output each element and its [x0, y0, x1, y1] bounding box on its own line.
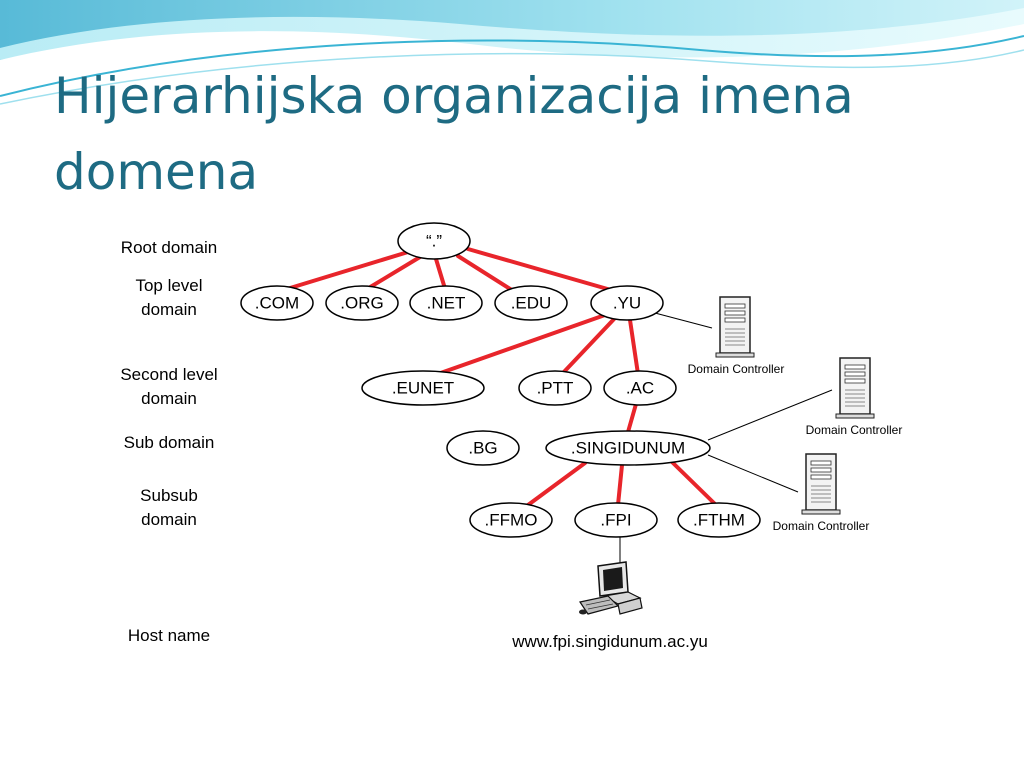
edge-root-yu [466, 247, 620, 294]
node-yu-label: .YU [613, 294, 641, 313]
edge-singidunum-fpi [616, 463, 624, 507]
node-yu: .YU [590, 285, 664, 321]
server-tower-icon [715, 296, 755, 358]
node-com: .COM [240, 285, 314, 321]
node-bg-label: .BG [468, 439, 497, 458]
node-ffmo: .FFMO [469, 502, 553, 538]
node-singidunum-label: .SINGIDUNUM [571, 439, 685, 458]
edge-ac-singidunum [626, 402, 638, 434]
label-host-name: Host name [127, 626, 211, 645]
edge-root-edu [456, 254, 517, 294]
slide-title: Hijerarhijska organizacija imena domena [54, 67, 854, 201]
label-second-level-domain: Second level domain [120, 365, 218, 408]
node-org-label: .ORG [340, 294, 383, 313]
link-singidunum-dc3 [707, 454, 799, 493]
host-url: www.fpi.singidunum.ac.yu [512, 632, 708, 651]
node-bg: .BG [446, 430, 520, 466]
node-fpi-label: .FPI [600, 511, 631, 530]
server-tower-icon [835, 357, 875, 419]
node-edu-label: .EDU [511, 294, 552, 313]
domain-controller-label-2: Domain Controller [806, 423, 903, 437]
edge-singidunum-ffmo [526, 461, 587, 507]
edge-yu-ac [628, 318, 640, 376]
node-fthm-label: .FTHM [693, 511, 745, 530]
domain-controller-label-1: Domain Controller [688, 362, 785, 376]
node-org: .ORG [325, 285, 399, 321]
node-root: “.” [397, 222, 471, 260]
node-com-label: .COM [255, 294, 299, 313]
edge-yu-eunet [430, 313, 607, 378]
node-ptt-label: .PTT [537, 379, 574, 398]
label-top-level-domain: Top level domain [135, 276, 203, 319]
node-ac: .AC [603, 370, 677, 406]
server-tower-icon [801, 453, 841, 515]
label-subsub-domain: Subsub domain [140, 486, 198, 529]
edge-root-com [275, 250, 410, 294]
link-singidunum-dc2 [707, 389, 833, 441]
node-fpi: .FPI [574, 502, 658, 538]
node-root-label: “.” [426, 232, 442, 251]
link-yu-dc1 [654, 312, 713, 329]
node-ffmo-label: .FFMO [485, 511, 538, 530]
desktop-computer-icon [579, 561, 643, 615]
node-eunet: .EUNET [361, 370, 485, 406]
node-net-label: .NET [427, 294, 466, 313]
node-fthm: .FTHM [677, 502, 761, 538]
label-root-domain: Root domain [120, 238, 218, 257]
node-eunet-label: .EUNET [392, 379, 454, 398]
header-waves [0, 0, 1024, 105]
node-net: .NET [409, 285, 483, 321]
node-edu: .EDU [494, 285, 568, 321]
edge-singidunum-fthm [670, 460, 718, 507]
node-singidunum: .SINGIDUNUM [545, 430, 711, 466]
edge-yu-ptt [560, 316, 617, 376]
node-ac-label: .AC [626, 379, 654, 398]
label-sub-domain: Sub domain [123, 433, 215, 452]
domain-controller-label-3: Domain Controller [773, 519, 870, 533]
node-ptt: .PTT [518, 370, 592, 406]
